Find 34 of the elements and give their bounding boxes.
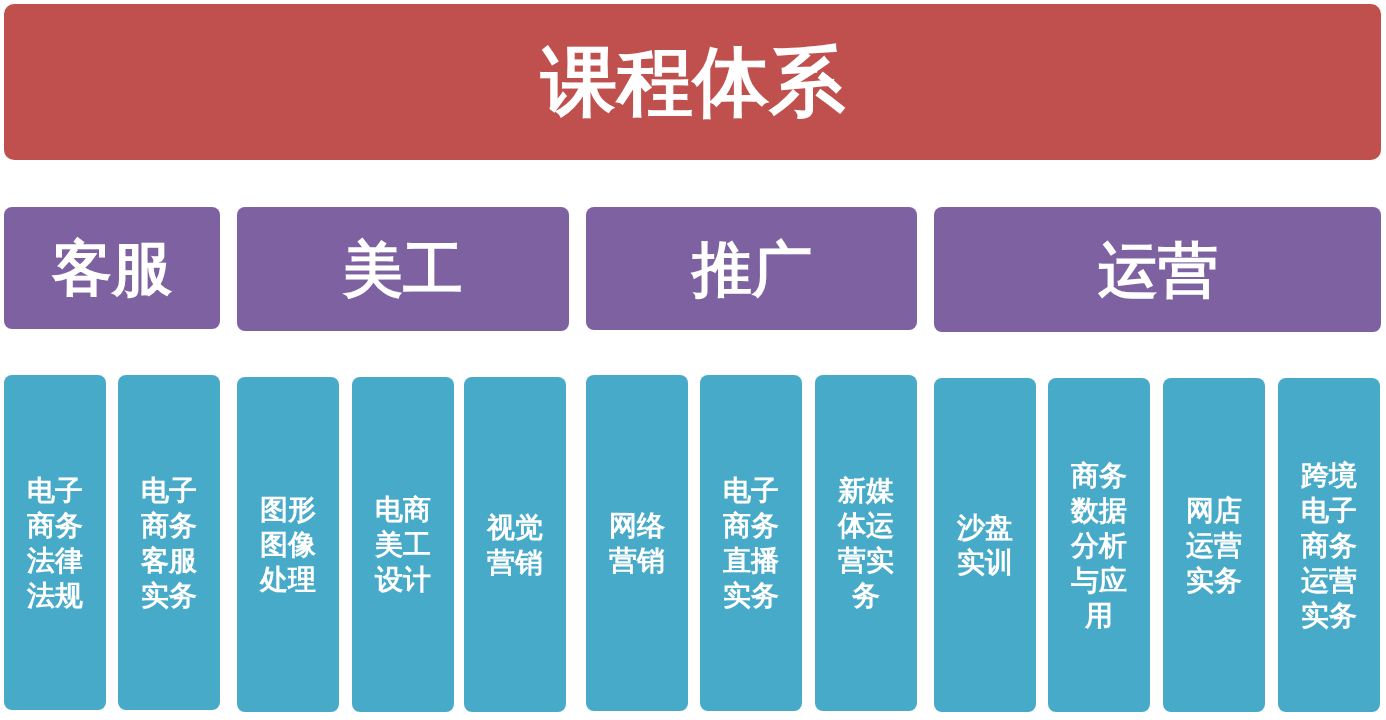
course-box bbox=[237, 377, 339, 712]
title-banner bbox=[4, 4, 1381, 160]
category-box bbox=[237, 207, 569, 331]
course-label: 商务数据分析与应用 bbox=[1069, 457, 1128, 633]
course-box bbox=[700, 375, 802, 711]
course-label: 网店运营实务 bbox=[1185, 492, 1243, 598]
course-box bbox=[934, 378, 1036, 712]
course-label: 新媒体运营实务 bbox=[836, 473, 895, 613]
course-label: 电商美工设计 bbox=[373, 492, 432, 597]
category-label: 美工 bbox=[343, 239, 463, 299]
title-text: 课程体系 bbox=[540, 44, 845, 120]
course-box bbox=[1163, 378, 1265, 712]
course-label: 电子商务法律法规 bbox=[26, 472, 84, 613]
course-label: 视觉营销 bbox=[485, 509, 544, 580]
course-label: 电子商务客服实务 bbox=[140, 472, 198, 613]
course-label: 沙盘实训 bbox=[956, 510, 1014, 580]
category-box bbox=[934, 207, 1381, 332]
course-label: 电子商务直播实务 bbox=[722, 473, 780, 613]
category-label: 运营 bbox=[1097, 239, 1218, 300]
course-label: 图形图像处理 bbox=[258, 492, 317, 597]
course-box bbox=[1048, 378, 1150, 712]
category-box bbox=[586, 207, 917, 330]
course-box bbox=[464, 377, 566, 712]
course-box bbox=[586, 375, 688, 711]
course-box bbox=[815, 375, 917, 711]
course-label: 跨境电子商务运营实务 bbox=[1300, 457, 1358, 633]
category-box bbox=[4, 207, 220, 329]
category-label: 推广 bbox=[691, 238, 812, 299]
category-label: 客服 bbox=[52, 238, 172, 298]
course-box bbox=[4, 375, 106, 710]
course-box bbox=[118, 375, 220, 710]
course-box bbox=[352, 377, 454, 712]
course-box bbox=[1278, 378, 1380, 712]
course-label: 网络营销 bbox=[608, 508, 666, 578]
